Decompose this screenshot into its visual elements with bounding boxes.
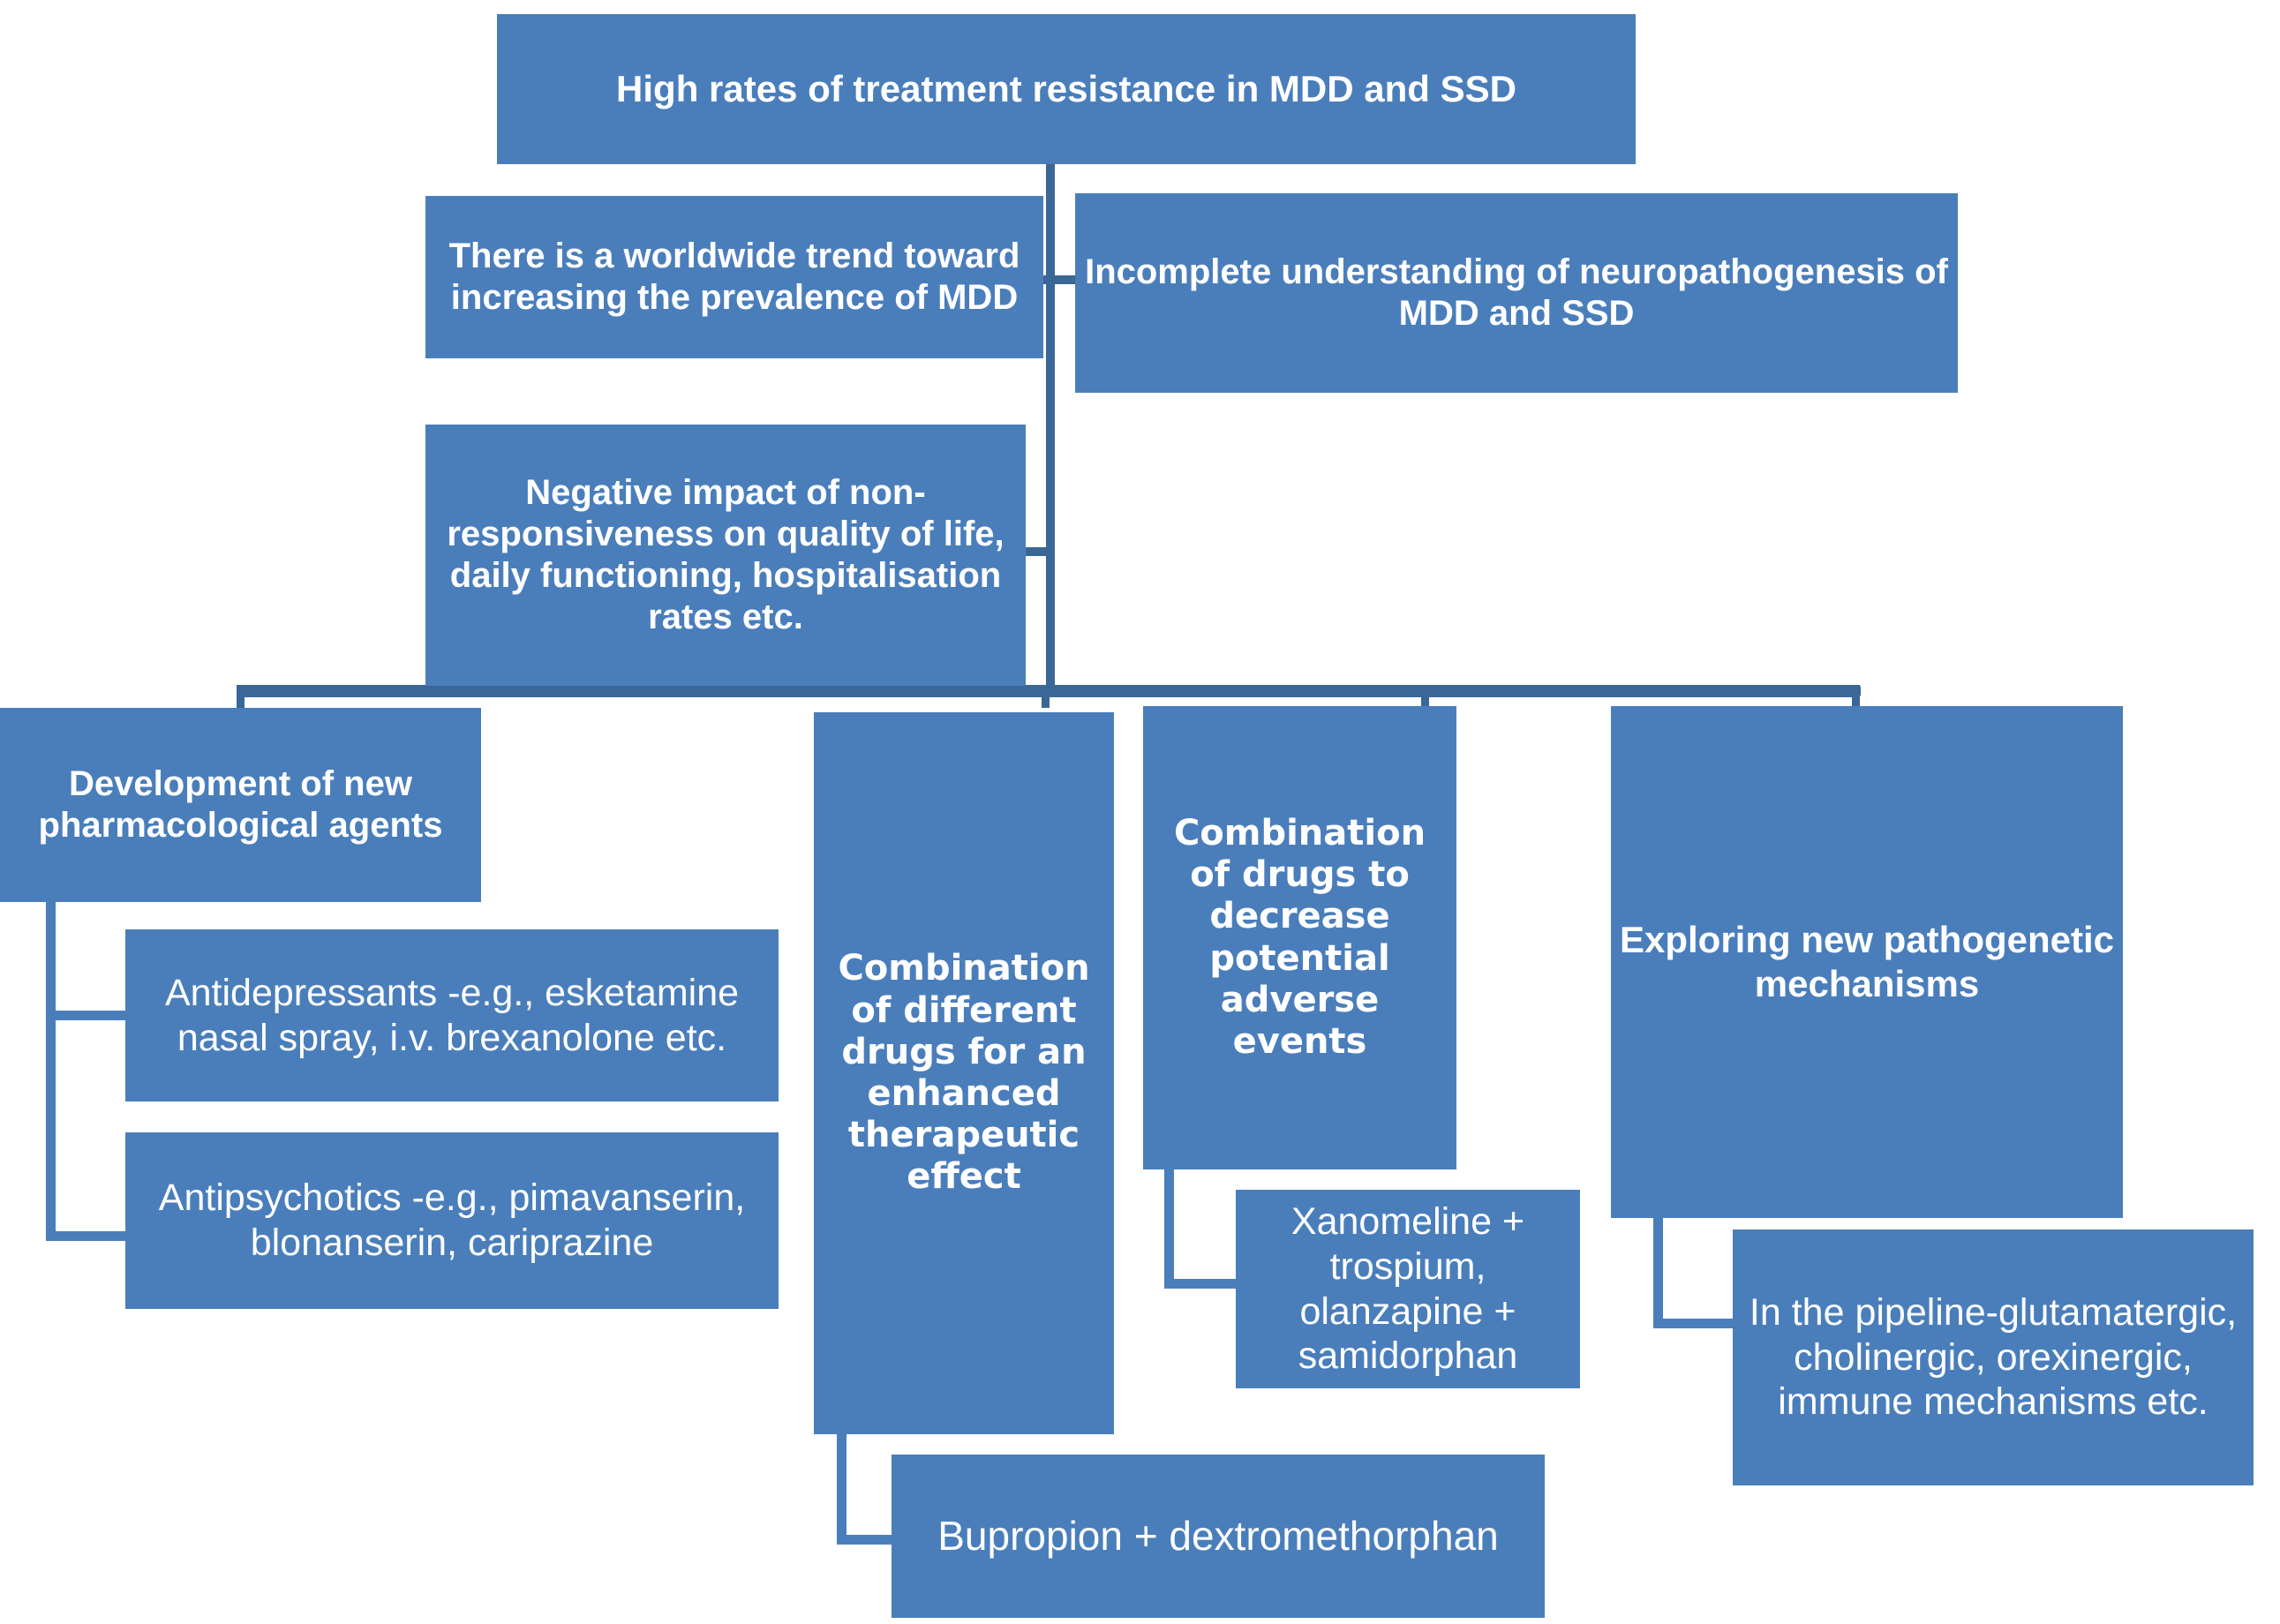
- connector-elbow-pipeline-horizontal: [1653, 1319, 1737, 1328]
- connector-branch-drop-1: [237, 685, 245, 708]
- node-leaf-antidepressants-label: Antidepressants -e.g., esketamine nasal …: [164, 971, 740, 1059]
- node-leaf-pipeline-label: In the pipeline-glutamatergic, cholinerg…: [1749, 1290, 2238, 1424]
- node-root[interactable]: High rates of treatment resistance in MD…: [497, 14, 1636, 164]
- node-cause-trend[interactable]: There is a worldwide trend toward increa…: [425, 196, 1043, 358]
- node-branch-development-label: Development of new pharmacological agent…: [38, 763, 443, 845]
- connector-elbow-xanomeline-horizontal: [1164, 1279, 1248, 1289]
- node-leaf-pipeline[interactable]: In the pipeline-glutamatergic, cholinerg…: [1733, 1229, 2254, 1485]
- node-branch-combination-enhanced[interactable]: Combination of different drugs for an en…: [814, 712, 1114, 1434]
- node-leaf-bupropion-label: Bupropion + dextromethorphan: [937, 1513, 1499, 1560]
- node-branch-combination-adverse[interactable]: Combination of drugs to decrease potenti…: [1143, 706, 1456, 1169]
- node-cause-trend-label: There is a worldwide trend toward increa…: [448, 236, 1020, 317]
- node-cause-negative-impact-label: Negative impact of non-responsiveness on…: [447, 472, 1005, 637]
- connector-root-trunk: [1046, 164, 1055, 694]
- node-branch-exploring-label: Exploring new pathogenetic mechanisms: [1619, 919, 2115, 1004]
- connector-elbow-antipsychotics: [46, 1231, 125, 1241]
- connector-stub-incomplete: [1050, 275, 1077, 284]
- node-branch-development[interactable]: Development of new pharmacological agent…: [0, 708, 481, 902]
- connector-elbow-xanomeline-vertical: [1164, 1169, 1174, 1289]
- node-root-label: High rates of treatment resistance in MD…: [616, 68, 1516, 110]
- connector-elbow-bupropion-horizontal: [837, 1535, 916, 1545]
- node-leaf-antipsychotics-label: Antipsychotics -e.g., pimavanserin, blon…: [158, 1177, 746, 1264]
- connector-elbow-development-vertical: [46, 902, 56, 1241]
- node-branch-exploring[interactable]: Exploring new pathogenetic mechanisms: [1611, 706, 2123, 1218]
- node-leaf-antipsychotics[interactable]: Antipsychotics -e.g., pimavanserin, blon…: [125, 1132, 779, 1309]
- connector-branch-drop-2: [1042, 685, 1050, 708]
- node-cause-negative-impact[interactable]: Negative impact of non-responsiveness on…: [425, 425, 1026, 686]
- node-leaf-xanomeline-label: Xanomeline + trospium, olanzapine + sami…: [1290, 1200, 1525, 1378]
- node-leaf-xanomeline[interactable]: Xanomeline + trospium, olanzapine + sami…: [1236, 1190, 1580, 1388]
- connector-elbow-antidepressants: [46, 1011, 125, 1020]
- connector-branch-drop-4: [1852, 685, 1860, 708]
- node-branch-combination-adverse-label: Combination of drugs to decrease potenti…: [1173, 812, 1426, 1062]
- connector-branch-drop-3: [1421, 685, 1429, 708]
- connector-elbow-bupropion-vertical: [837, 1434, 847, 1545]
- node-cause-incomplete[interactable]: Incomplete understanding of neuropathoge…: [1075, 193, 1958, 393]
- node-leaf-antidepressants[interactable]: Antidepressants -e.g., esketamine nasal …: [125, 929, 779, 1101]
- node-branch-combination-enhanced-label: Combination of different drugs for an en…: [838, 948, 1090, 1198]
- node-leaf-bupropion[interactable]: Bupropion + dextromethorphan: [892, 1455, 1545, 1618]
- node-cause-incomplete-label: Incomplete understanding of neuropathoge…: [1085, 252, 1948, 333]
- connector-elbow-pipeline-vertical: [1653, 1214, 1663, 1328]
